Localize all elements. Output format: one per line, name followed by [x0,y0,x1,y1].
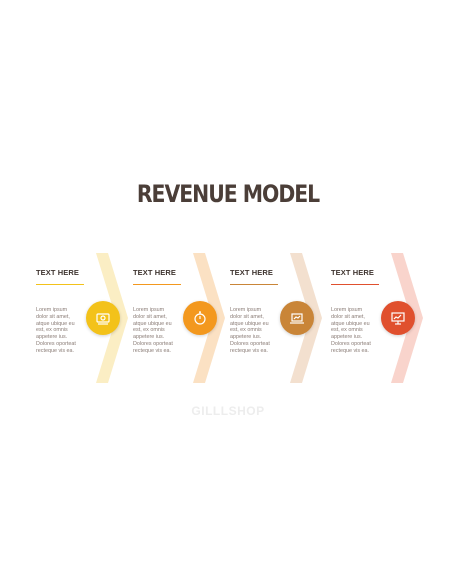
step-3: TEXT HERE Lorem ipsum dolor sit amet, at… [230,250,330,390]
step-heading: TEXT HERE [230,268,273,277]
step-body: Lorem ipsum dolor sit amet, atque ubique… [230,307,270,354]
step-heading: TEXT HERE [133,268,176,277]
money-icon [96,313,110,325]
step-icon-circle [86,301,120,335]
watermark: GILLLSHOP [191,404,265,418]
step-underline [133,284,181,286]
step-icon-circle [183,301,217,335]
step-1: TEXT HERE Lorem ipsum dolor sit amet, at… [36,250,136,390]
presentation-icon [391,312,405,325]
step-underline [230,284,278,286]
step-body: Lorem ipsum dolor sit amet, atque ubique… [36,307,76,354]
chevron-shape [391,253,423,383]
step-4: TEXT HERE Lorem ipsum dolor sit amet, at… [331,250,431,390]
step-2: TEXT HERE Lorem ipsum dolor sit amet, at… [133,250,233,390]
chevron-shape [96,253,128,383]
chevron-shape [193,253,225,383]
step-underline [36,284,84,286]
step-heading: TEXT HERE [36,268,79,277]
step-icon-circle [280,301,314,335]
step-underline [331,284,379,286]
chevron-shape [290,253,322,383]
step-body: Lorem ipsum dolor sit amet, atque ubique… [331,307,371,354]
laptop-icon [290,313,304,324]
step-icon-circle [381,301,415,335]
page-title: REVENUE MODEL [136,180,320,208]
stopwatch-icon [194,311,206,325]
step-body: Lorem ipsum dolor sit amet, atque ubique… [133,307,173,354]
step-heading: TEXT HERE [331,268,374,277]
